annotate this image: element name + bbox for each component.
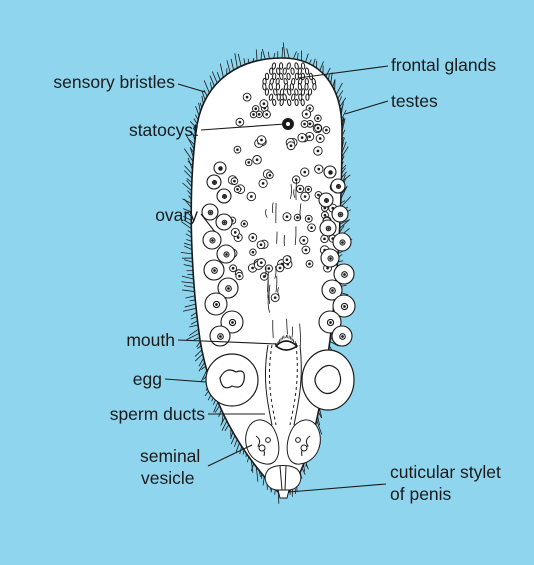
label-seminal-vesicle-line2: vesicle: [141, 468, 195, 489]
leader-egg: [165, 379, 206, 382]
label-seminal-vesicle-line1: seminal: [140, 446, 200, 467]
label-sensory-bristles: sensory bristles: [10, 72, 175, 93]
label-frontal-glands: frontal glands: [391, 55, 496, 76]
leader-testes: [345, 101, 388, 114]
statocyst-core: [286, 122, 290, 126]
label-testes: testes: [391, 91, 438, 112]
label-cuticular-stylet-line2: of penis: [390, 484, 451, 505]
label-egg: egg: [80, 369, 162, 390]
label-cuticular-stylet-line1: cuticular stylet: [390, 462, 501, 483]
leader-seminal-vesicle: [208, 445, 252, 466]
leader-cuticular-stylet: [289, 484, 386, 492]
egg-left-nucleus: [220, 370, 244, 388]
leader-sensory-bristles: [178, 84, 205, 92]
label-statocyst: statocyst: [50, 120, 198, 141]
label-mouth: mouth: [70, 330, 175, 351]
label-sperm-ducts: sperm ducts: [30, 404, 205, 425]
label-ovary: ovary: [90, 205, 198, 226]
